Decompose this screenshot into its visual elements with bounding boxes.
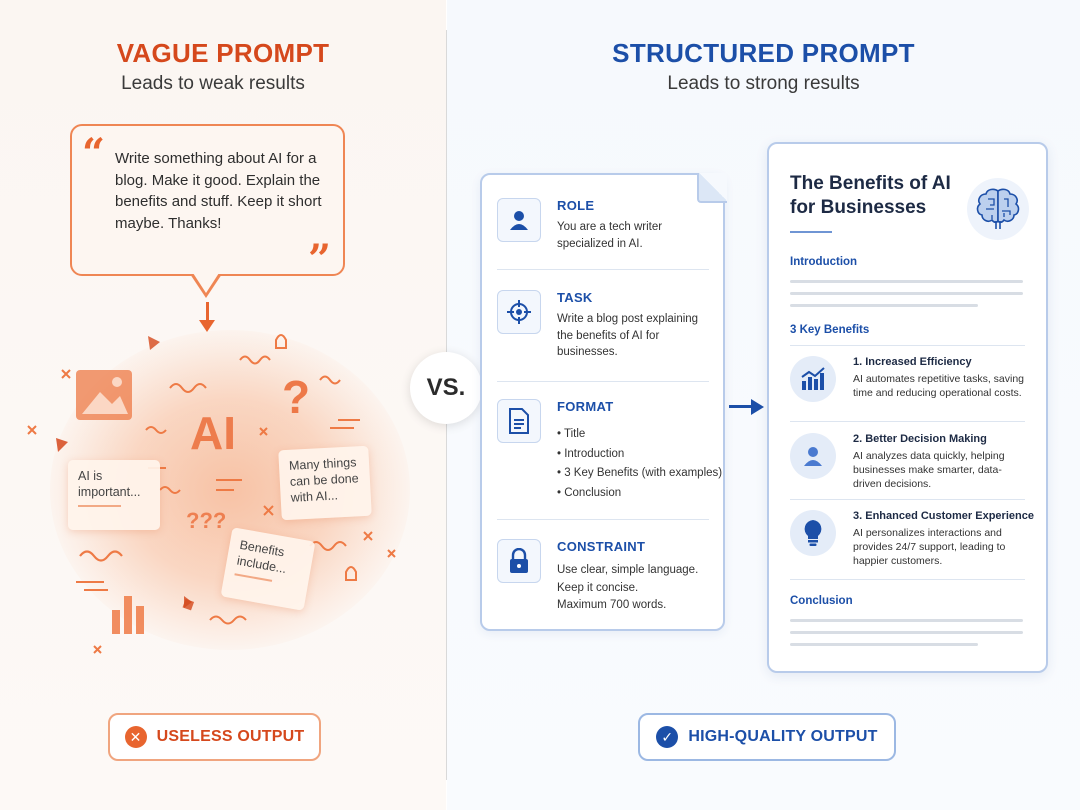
vague-prompt-title: VAGUE PROMPT: [116, 38, 330, 68]
lock-icon: [497, 539, 541, 583]
benefit-title: 1. Increased Efficiency: [853, 356, 972, 368]
role-title: ROLE: [557, 198, 595, 213]
output-document-title: The Benefits of AI for Businesses: [790, 173, 951, 218]
brain-icon: [967, 178, 1029, 240]
note-line: [78, 505, 122, 507]
conclusion-text-line: [790, 643, 978, 646]
question-mark-icon: ?: [282, 371, 311, 423]
note-text: Many things can be done with AI...: [288, 455, 359, 505]
constraint-line-concise: Keep it concise.: [557, 581, 639, 594]
task-body: Write a blog post explaining the benefit…: [557, 313, 699, 358]
x-circle-icon: ✕: [124, 726, 147, 748]
chart-up-icon: [790, 356, 836, 402]
open-quote-icon: “: [82, 130, 106, 177]
benefit-title: 3. Enhanced Customer Experience: [853, 510, 1034, 522]
chaotic-output-cloud: AI ? ??? AI is important... Many things …: [20, 320, 430, 670]
title-underline: [790, 231, 832, 233]
format-item-introduction: • Introduction: [557, 447, 625, 460]
constraint-line-words: Maximum 700 words.: [557, 599, 667, 611]
useless-output-label: USELESS OUTPUT: [156, 728, 305, 745]
format-list: • Title • Introduction • 3 Key Benefits …: [557, 425, 723, 503]
right-arrow-head-icon: [751, 399, 764, 415]
benefit-body: AI automates repetitive tasks, saving ti…: [853, 373, 1024, 399]
check-circle-icon: ✓: [656, 726, 679, 748]
role-body: You are a tech writer specialized in AI.: [557, 221, 663, 250]
note-text: AI is important...: [78, 469, 141, 499]
section-divider: [497, 381, 709, 382]
constraint-line-language: Use clear, simple language.: [557, 564, 699, 576]
chaos-note-important: AI is important...: [68, 460, 160, 530]
benefit-divider: [790, 345, 1025, 346]
chaos-note-many-things: Many things can be done with AI...: [278, 445, 372, 521]
benefit-divider: [790, 499, 1025, 500]
person-icon: [790, 433, 836, 479]
format-item-benefits: • 3 Key Benefits (with examples): [557, 467, 723, 479]
vague-prompt-subtitle: Leads to weak results: [121, 73, 305, 94]
down-arrow-icon: [206, 302, 209, 324]
conclusion-text-line: [790, 631, 1023, 634]
right-arrow-icon: [729, 405, 753, 408]
section-divider: [497, 269, 709, 270]
page-fold-corner: [697, 173, 727, 203]
task-title: TASK: [557, 290, 593, 305]
vs-circle: VS.: [410, 352, 482, 424]
key-benefits-heading: 3 Key Benefits: [790, 324, 870, 336]
constraint-title: CONSTRAINT: [557, 539, 646, 554]
benefit-item-efficiency: 1. Increased Efficiency AI automates rep…: [790, 356, 1030, 416]
format-title: FORMAT: [557, 399, 614, 414]
benefit-body: AI personalizes interactions and provide…: [853, 527, 1006, 567]
close-quote-icon: ”: [308, 236, 332, 283]
down-arrow-head-icon: [199, 320, 215, 332]
prompt-section-task: TASK Write a blog post explaining the be…: [497, 290, 712, 370]
high-quality-output-label: HIGH-QUALITY OUTPUT: [688, 728, 878, 745]
benefit-body: AI analyzes data quickly, helping busine…: [853, 450, 1005, 490]
chaos-note-benefits: Benefits include...: [220, 527, 316, 611]
bubble-tail-fill: [193, 273, 219, 293]
structured-prompt-title: STRUCTURED PROMPT: [612, 38, 915, 68]
prompt-section-constraint: CONSTRAINT Use clear, simple language. K…: [497, 539, 712, 619]
prompt-section-format: FORMAT • Title • Introduction • 3 Key Be…: [497, 399, 722, 504]
target-icon: [497, 290, 541, 334]
chaos-scribbles-icon: [27, 334, 396, 654]
benefit-title: 2. Better Decision Making: [853, 433, 987, 445]
constraint-body: Use clear, simple language. Keep it conc…: [557, 562, 717, 615]
high-quality-output-badge: ✓ HIGH-QUALITY OUTPUT: [638, 713, 896, 761]
benefit-item-decision-making: 2. Better Decision Making AI analyzes da…: [790, 433, 1030, 493]
chaos-ai-text: AI: [190, 407, 236, 459]
conclusion-heading: Conclusion: [790, 595, 853, 607]
benefit-divider: [790, 579, 1025, 580]
intro-text-line: [790, 280, 1023, 283]
benefit-divider: [790, 421, 1025, 422]
person-icon: [497, 198, 541, 242]
introduction-heading: Introduction: [790, 256, 858, 268]
intro-text-line: [790, 304, 978, 307]
triple-question-text: ???: [186, 508, 227, 533]
section-divider: [497, 519, 709, 520]
conclusion-text-line: [790, 619, 1023, 622]
note-text: Benefits include...: [235, 537, 288, 577]
document-icon: [497, 399, 541, 443]
format-item-title: • Title: [557, 428, 586, 440]
vague-prompt-text: Write something about AI for a blog. Mak…: [115, 150, 322, 232]
structured-prompt-subtitle: Leads to strong results: [667, 73, 860, 94]
useless-output-badge: ✕ USELESS OUTPUT: [108, 713, 321, 761]
prompt-section-role: ROLE You are a tech writer specialized i…: [497, 198, 712, 258]
lightbulb-icon: [790, 510, 836, 556]
intro-text-line: [790, 292, 1023, 295]
benefit-item-customer-experience: 3. Enhanced Customer Experience AI perso…: [790, 510, 1034, 570]
note-line: [234, 573, 273, 582]
format-item-conclusion: • Conclusion: [557, 486, 622, 499]
